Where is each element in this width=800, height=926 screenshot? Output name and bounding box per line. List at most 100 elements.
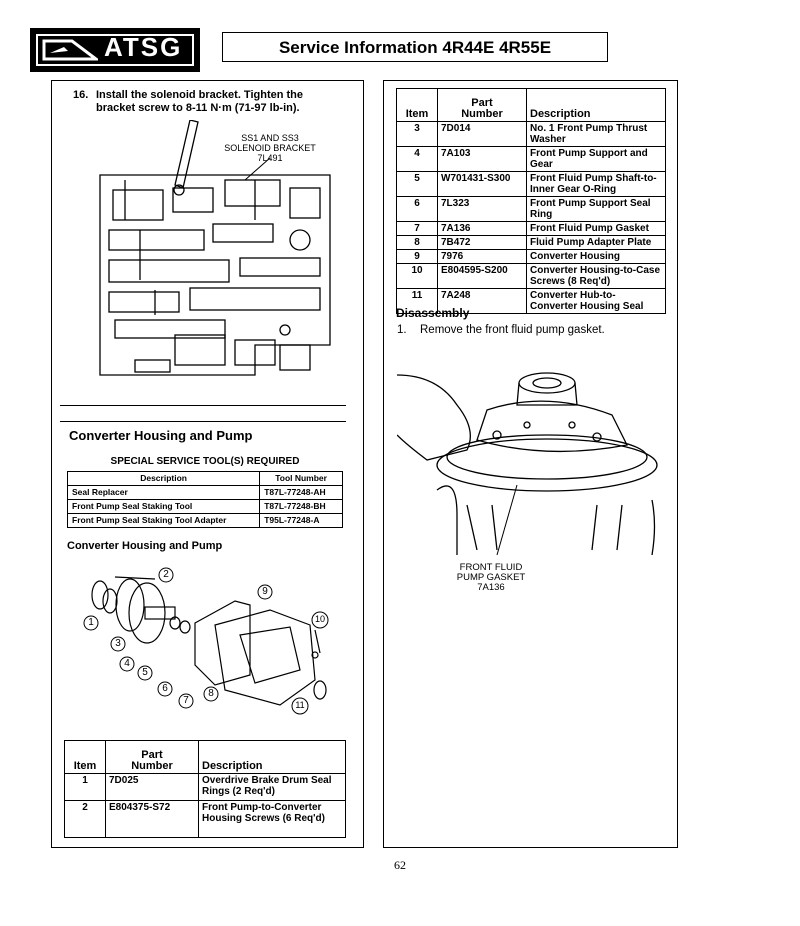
part-description: Converter Housing-to-Case Screws (8 Req'… [526, 263, 666, 289]
figure2-label-line3: 7A136 [477, 582, 505, 593]
tool-number: T95L-77248-A [259, 513, 343, 528]
callout-4: 4 [119, 656, 135, 677]
table-row: Front Pump Seal Staking Tool Adapter T95… [66, 513, 343, 528]
part-description: Overdrive Brake Drum Seal Rings (2 Req'd… [198, 773, 346, 801]
divider-2 [60, 421, 346, 422]
part-item: 7 [396, 221, 438, 236]
callout-2: 2 [158, 567, 174, 588]
table-row: 7 7A136 Front Fluid Pump Gasket [396, 221, 666, 236]
tool-number: T87L-77248-AH [259, 485, 343, 500]
callout-circle-icon [119, 656, 135, 672]
page-number: 62 [394, 858, 406, 872]
part-item: 3 [396, 121, 438, 147]
callout-circle-icon [83, 615, 99, 631]
table-row: 3 7D014 No. 1 Front Pump Thrust Washer [396, 121, 666, 147]
callout-circle-icon [158, 567, 174, 583]
part-item: 10 [396, 263, 438, 289]
part-description: Fluid Pump Adapter Plate [526, 235, 666, 250]
callout-circle-icon [257, 584, 273, 600]
part-description: Front Fluid Pump Gasket [526, 221, 666, 236]
part-description: Front Pump-to-Converter Housing Screws (… [198, 800, 346, 838]
figure1-label-line2: SOLENOID BRACKET [224, 143, 316, 153]
callout-9: 9 [257, 584, 273, 605]
table-row: 9 7976 Converter Housing [396, 249, 666, 264]
part-number: E804595-S200 [437, 263, 527, 289]
table-row: 8 7B472 Fluid Pump Adapter Plate [396, 235, 666, 250]
callout-7: 7 [178, 693, 194, 714]
valve-body-illustration [99, 120, 331, 376]
callout-circle-icon [291, 697, 309, 715]
table-row: 5 W701431-S300 Front Fluid Pump Shaft-to… [396, 171, 666, 197]
tools-header-description: Description [66, 471, 261, 486]
part-description: Converter Hub-to-Converter Housing Seal [526, 288, 666, 314]
part-item: 6 [396, 196, 438, 222]
callout-1: 1 [83, 615, 99, 636]
part-description: Front Pump Support Seal Ring [526, 196, 666, 222]
callout-3: 3 [110, 636, 126, 657]
section-title: Converter Housing and Pump [69, 428, 253, 443]
right-panel [383, 80, 678, 848]
part-item: 4 [396, 146, 438, 172]
callout-10: 10 [311, 611, 329, 634]
parts-header-part-number: Part Number [105, 740, 199, 774]
step16-text: Install the solenoid bracket. Tighten th… [96, 89, 303, 114]
parts-header-part-number: Part Number [437, 88, 527, 122]
parts-header-description: Description [526, 88, 666, 122]
callout-circle-icon [157, 681, 173, 697]
page-title-box: Service Information 4R44E 4R55E [222, 32, 608, 62]
figure2-label-line2: PUMP GASKET [456, 572, 526, 583]
callout-circle-icon [178, 693, 194, 709]
table-row: 10 E804595-S200 Converter Housing-to-Cas… [396, 263, 666, 289]
figure1-label-line1: SS1 AND SS3 [241, 133, 299, 143]
step16-number: 16. [73, 89, 89, 101]
part-number: E804375-S72 [105, 800, 199, 838]
part-number: 7B472 [437, 235, 527, 250]
figure2-label: FRONT FLUID PUMP GASKET 7A136 [446, 563, 536, 593]
part-number: 7A103 [437, 146, 527, 172]
divider-1 [60, 405, 346, 406]
figure2-label-line1: FRONT FLUID [459, 562, 523, 573]
exploded-view-illustration [91, 576, 327, 706]
part-item: 9 [396, 249, 438, 264]
part-number: 7A136 [437, 221, 527, 236]
disassembly-title: Disassembly [396, 306, 470, 320]
part-description: Converter Housing [526, 249, 666, 264]
callout-circle-icon [311, 611, 329, 629]
table-row: 11 7A248 Converter Hub-to-Converter Hous… [396, 288, 666, 314]
logo-text: ATSG [104, 32, 183, 62]
parts-header-item: Item [396, 88, 438, 122]
atsg-logo: ATSG [30, 28, 200, 72]
exploded-view-title: Converter Housing and Pump [67, 540, 223, 552]
step1-text: Remove the front fluid pump gasket. [420, 324, 605, 336]
table-row: Front Pump Seal Staking Tool T87L-77248-… [66, 499, 343, 514]
part-description: Front Fluid Pump Shaft-to-Inner Gear O-R… [526, 171, 666, 197]
part-number: 7A248 [437, 288, 527, 314]
tool-desc: Front Pump Seal Staking Tool [66, 499, 261, 514]
callout-11: 11 [291, 697, 309, 720]
part-number: 7D025 [105, 773, 199, 801]
callout-circle-icon [203, 686, 219, 702]
callout-circle-icon [137, 665, 153, 681]
part-item: 11 [396, 288, 438, 314]
service-tools-title: SPECIAL SERVICE TOOL(S) REQUIRED [110, 456, 300, 467]
part-item: 2 [64, 800, 106, 838]
part-item: 5 [396, 171, 438, 197]
table-row: 6 7L323 Front Pump Support Seal Ring [396, 196, 666, 222]
part-item: 8 [396, 235, 438, 250]
tools-header-tool-number: Tool Number [259, 471, 343, 486]
part-description: No. 1 Front Pump Thrust Washer [526, 121, 666, 147]
parts-header-item: Item [64, 740, 106, 774]
tool-desc: Front Pump Seal Staking Tool Adapter [66, 513, 261, 528]
callout-6: 6 [157, 681, 173, 702]
left-panel [51, 80, 364, 848]
page-title: Service Information 4R44E 4R55E [278, 38, 552, 57]
table-row: Seal Replacer T87L-77248-AH [66, 485, 343, 500]
table-row: 4 7A103 Front Pump Support and Gear [396, 146, 666, 172]
part-number: 7D014 [437, 121, 527, 147]
part-number: W701431-S300 [437, 171, 527, 197]
callout-8: 8 [203, 686, 219, 707]
left-parts-table: Item Part Number Description 1 7D025 Ove… [64, 740, 346, 838]
atsg-logo-mark-icon [42, 39, 98, 61]
front-pump-illustration [397, 372, 658, 556]
table-row: 2 E804375-S72 Front Pump-to-Converter Ho… [64, 800, 346, 838]
